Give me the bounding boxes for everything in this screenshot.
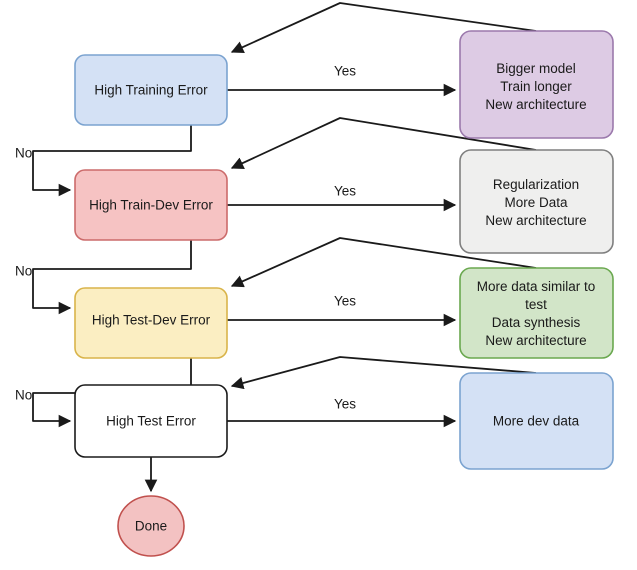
edge-label-yes-train-dev: Yes bbox=[334, 184, 356, 199]
node-high-training-error-box[interactable] bbox=[74, 54, 228, 126]
edge-label-yes-training: Yes bbox=[334, 64, 356, 79]
node-regularization-actions-box[interactable] bbox=[459, 149, 614, 254]
node-more-dev-data-action[interactable]: More dev data bbox=[459, 372, 614, 470]
node-high-test-error-box[interactable] bbox=[74, 384, 228, 458]
edge-label-no-train-dev: No bbox=[15, 264, 32, 279]
node-more-data-similar-actions[interactable]: More data similar to test Data synthesis… bbox=[459, 267, 614, 359]
decision-nodes-layer: High Training Error High Train-Dev Error… bbox=[74, 54, 228, 458]
edge-no-train-dev bbox=[32, 240, 192, 315]
node-more-data-similar-actions-box[interactable] bbox=[459, 267, 614, 359]
node-bigger-model-actions-line-1: Bigger model bbox=[496, 61, 576, 76]
edge-labels-layer: Yes Yes Yes Yes No No No bbox=[15, 64, 356, 412]
node-high-train-dev-error[interactable]: High Train-Dev Error bbox=[74, 169, 228, 241]
node-regularization-actions-line-1: Regularization bbox=[493, 177, 579, 192]
node-high-test-error[interactable]: High Test Error bbox=[74, 384, 228, 458]
node-more-dev-data-action-label: More dev data bbox=[493, 414, 580, 429]
edge-label-no-training: No bbox=[15, 146, 32, 161]
node-regularization-actions-line-3: New architecture bbox=[485, 213, 586, 228]
edge-return-training bbox=[230, 2, 537, 54]
node-high-test-dev-error-box[interactable] bbox=[74, 287, 228, 359]
node-done-ellipse[interactable] bbox=[117, 495, 185, 557]
node-high-training-error-label: High Training Error bbox=[94, 83, 208, 98]
node-more-data-similar-actions-line-3: Data synthesis bbox=[492, 315, 581, 330]
node-bigger-model-actions[interactable]: Bigger model Train longer New architectu… bbox=[459, 30, 614, 139]
node-high-test-dev-error-label: High Test-Dev Error bbox=[92, 313, 211, 328]
edge-label-yes-test: Yes bbox=[334, 397, 356, 412]
action-nodes-layer: Bigger model Train longer New architectu… bbox=[459, 30, 614, 470]
edge-no-training bbox=[32, 125, 192, 197]
edge-return-train-dev bbox=[230, 117, 537, 169]
node-regularization-actions-line-2: More Data bbox=[504, 195, 568, 210]
node-high-train-dev-error-label: High Train-Dev Error bbox=[89, 198, 213, 213]
node-bigger-model-actions-line-2: Train longer bbox=[500, 79, 572, 94]
node-bigger-model-actions-line-3: New architecture bbox=[485, 97, 586, 112]
node-high-test-dev-error[interactable]: High Test-Dev Error bbox=[74, 287, 228, 359]
node-regularization-actions[interactable]: Regularization More Data New architectur… bbox=[459, 149, 614, 254]
node-done[interactable]: Done bbox=[117, 495, 185, 557]
node-more-data-similar-actions-line-2: test bbox=[525, 297, 547, 312]
edge-label-no-test-dev: No bbox=[15, 388, 32, 403]
edge-no-test-dev bbox=[32, 358, 192, 428]
node-more-data-similar-actions-line-1: More data similar to bbox=[477, 279, 596, 294]
node-high-test-error-label: High Test Error bbox=[106, 414, 196, 429]
node-high-train-dev-error-box[interactable] bbox=[74, 169, 228, 241]
node-high-training-error[interactable]: High Training Error bbox=[74, 54, 228, 126]
edge-return-test bbox=[230, 356, 537, 390]
node-more-data-similar-actions-line-4: New architecture bbox=[485, 333, 586, 348]
edge-return-test-dev bbox=[230, 237, 537, 288]
node-bigger-model-actions-box[interactable] bbox=[459, 30, 614, 139]
node-done-label: Done bbox=[135, 519, 167, 534]
edges-layer bbox=[32, 2, 537, 493]
edge-label-yes-test-dev: Yes bbox=[334, 294, 356, 309]
node-more-dev-data-action-box[interactable] bbox=[459, 372, 614, 470]
